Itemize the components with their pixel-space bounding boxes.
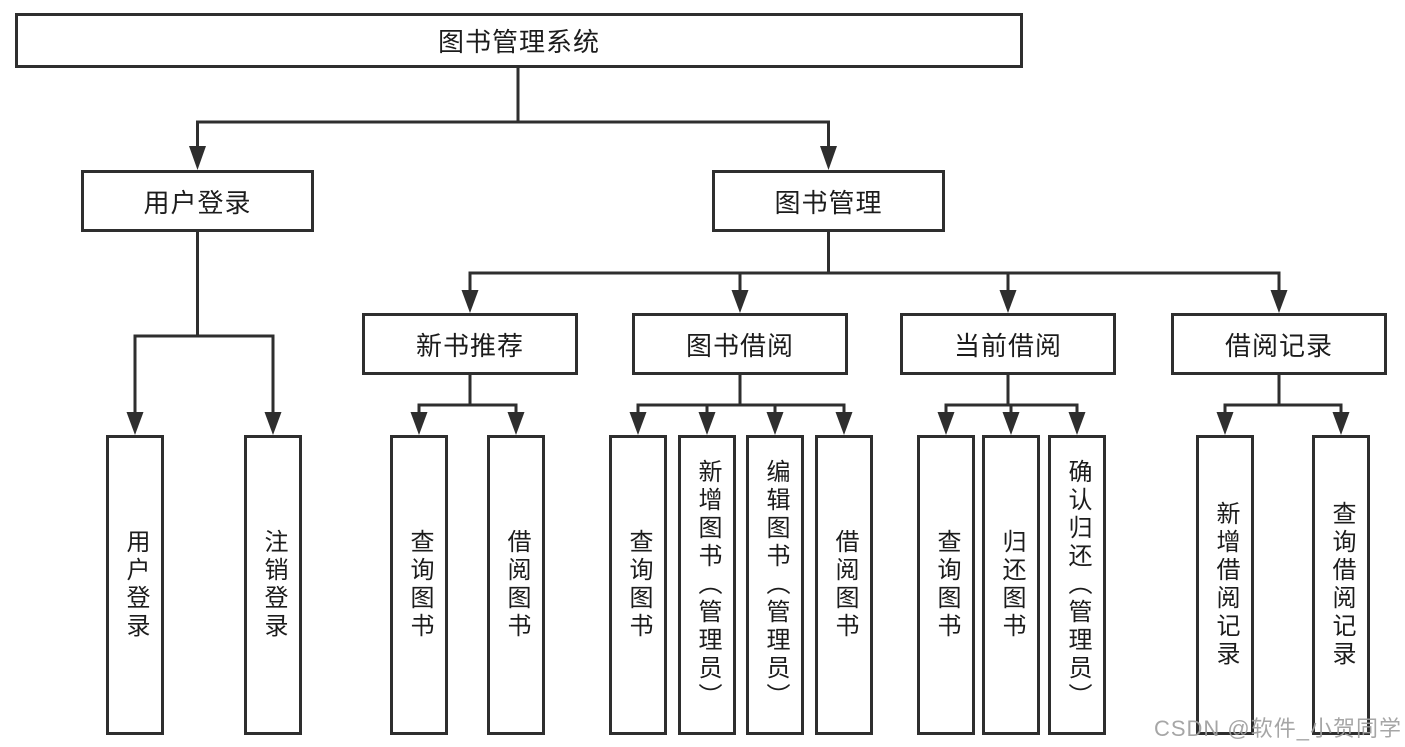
node-borrowing-records-label: 借阅记录 xyxy=(1224,330,1333,361)
leaf-borrow-books: 借阅图书 xyxy=(815,435,873,735)
leaf-add-borrow-record-label: 新增借阅记录 xyxy=(1212,501,1239,669)
leaf-confirm-return-admin: 确认归还（管理员） xyxy=(1048,435,1106,735)
leaf-logout: 注销登录 xyxy=(244,435,302,735)
leaf-user-login: 用户登录 xyxy=(106,435,164,735)
node-root-system: 图书管理系统 xyxy=(15,13,1023,68)
leaf-query-books-recommend: 查询图书 xyxy=(390,435,448,735)
leaf-query-books-recommend-label: 查询图书 xyxy=(406,529,433,641)
node-borrowing-records: 借阅记录 xyxy=(1171,313,1387,375)
leaf-query-books-borrow-label: 查询图书 xyxy=(625,529,652,641)
leaf-confirm-return-admin-label: 确认归还（管理员） xyxy=(1064,459,1091,711)
node-new-book-recommend: 新书推荐 xyxy=(362,313,578,375)
leaf-borrow-books-recommend: 借阅图书 xyxy=(487,435,545,735)
leaf-add-borrow-record: 新增借阅记录 xyxy=(1196,435,1254,735)
leaf-add-books-admin: 新增图书（管理员） xyxy=(678,435,736,735)
node-user-login-branch-label: 用户登录 xyxy=(143,187,252,218)
node-book-management-label: 图书管理 xyxy=(774,187,883,218)
leaf-query-borrow-record: 查询借阅记录 xyxy=(1312,435,1370,735)
node-book-borrowing-label: 图书借阅 xyxy=(685,330,794,361)
leaf-query-books-current-label: 查询图书 xyxy=(933,529,960,641)
node-current-borrowing: 当前借阅 xyxy=(900,313,1116,375)
leaf-return-books-label: 归还图书 xyxy=(998,529,1025,641)
leaf-add-books-admin-label: 新增图书（管理员） xyxy=(694,459,721,711)
leaf-edit-books-admin: 编辑图书（管理员） xyxy=(746,435,804,735)
leaf-borrow-books-recommend-label: 借阅图书 xyxy=(503,529,530,641)
leaf-query-borrow-record-label: 查询借阅记录 xyxy=(1328,501,1355,669)
node-user-login-branch: 用户登录 xyxy=(81,170,314,232)
leaf-query-books-current: 查询图书 xyxy=(917,435,975,735)
leaf-borrow-books-label: 借阅图书 xyxy=(831,529,858,641)
leaf-query-books-borrow: 查询图书 xyxy=(609,435,667,735)
csdn-watermark: CSDN @软件_小贺同学 xyxy=(1153,716,1402,741)
node-new-book-recommend-label: 新书推荐 xyxy=(415,330,524,361)
leaf-user-login-label: 用户登录 xyxy=(122,529,149,641)
leaf-edit-books-admin-label: 编辑图书（管理员） xyxy=(762,459,789,711)
node-book-borrowing: 图书借阅 xyxy=(632,313,848,375)
node-book-management: 图书管理 xyxy=(712,170,945,232)
node-root-system-label: 图书管理系统 xyxy=(437,27,600,57)
leaf-return-books: 归还图书 xyxy=(982,435,1040,735)
leaf-logout-label: 注销登录 xyxy=(260,529,287,641)
node-current-borrowing-label: 当前借阅 xyxy=(953,330,1062,361)
